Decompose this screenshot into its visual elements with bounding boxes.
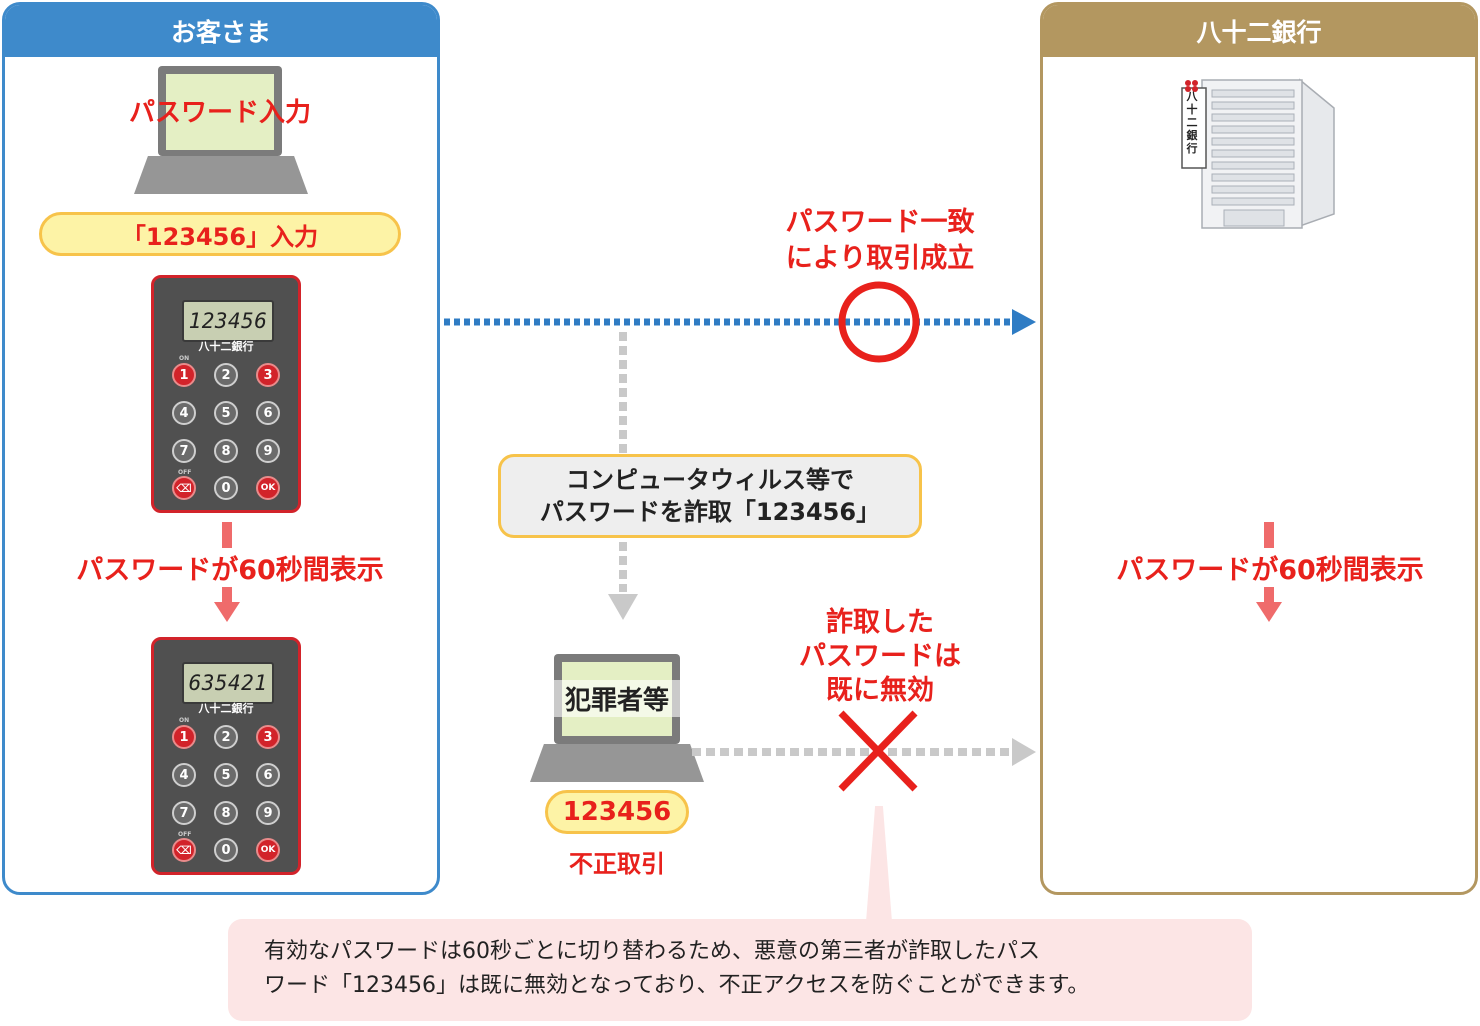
token-off-label: OFF [178, 831, 192, 838]
customer-down-arrow [214, 522, 240, 622]
token-key[interactable]: 5 [214, 401, 238, 425]
note-pointer [866, 806, 892, 922]
criminal-laptop-base [530, 744, 704, 782]
customer-header: お客さま [5, 5, 437, 57]
fraud-flow-arrow [692, 738, 1036, 766]
customer-laptop-base [134, 156, 308, 194]
success-flow-arrow [444, 309, 1036, 335]
token-key[interactable]: 8 [214, 439, 238, 463]
invalid-line3: 既に無効 [826, 675, 934, 706]
criminal-label: 犯罪者等 [546, 680, 688, 717]
token-key[interactable]: 7 [172, 801, 196, 825]
token-key[interactable]: 4 [172, 763, 196, 787]
token-key[interactable]: 2 [214, 725, 238, 749]
token-brand: 八十二銀行 [198, 340, 254, 353]
token-key[interactable]: ⌫ [172, 838, 196, 862]
token-brand: 八十二銀行 [198, 702, 254, 715]
success-line1: パスワード一致 [785, 207, 975, 238]
token-key[interactable]: 8 [214, 801, 238, 825]
note-line2: ワード「123456」は既に無効となっており、不正アクセスを防ぐことができます。 [264, 973, 1090, 998]
token-on-label: ON [179, 717, 190, 724]
bank-display-label: パスワードが60秒間表示 [1080, 548, 1460, 587]
bank-down-arrow [1256, 522, 1282, 622]
token-key[interactable]: 2 [214, 363, 238, 387]
token-key[interactable]: 3 [256, 725, 280, 749]
token-key[interactable]: 9 [256, 801, 280, 825]
token-key[interactable]: 0 [214, 476, 238, 500]
token-key[interactable]: 3 [256, 363, 280, 387]
success-line2: により取引成立 [785, 243, 975, 274]
bank-header: 八十二銀行 [1043, 5, 1475, 57]
fraud-label: 不正取引 [569, 850, 665, 878]
invalid-line1: 詐取した [826, 607, 934, 638]
explanation-note: 有効なパスワードは60秒ごとに切り替わるため、悪意の第三者が詐取したパス ワード… [228, 919, 1252, 1021]
token-on-label: ON [179, 355, 190, 362]
note-line1: 有効なパスワードは60秒ごとに切り替わるため、悪意の第三者が詐取したパス [264, 939, 1040, 964]
bank-building-sign: 八十二銀行 [1186, 90, 1198, 155]
token-key[interactable]: 6 [256, 401, 280, 425]
success-circle-icon [838, 281, 920, 363]
token-key[interactable]: 0 [214, 838, 238, 862]
token-display: 123456 [182, 300, 274, 342]
token-key[interactable]: 7 [172, 439, 196, 463]
token-off-label: OFF [178, 469, 192, 476]
token-key[interactable]: 4 [172, 401, 196, 425]
virus-line1: コンピュータウィルス等で [566, 466, 854, 494]
token-key[interactable]: OK [256, 838, 280, 862]
virus-line2: パスワードを詐取「123456」 [539, 498, 881, 526]
stolen-code-pill: 123456 [545, 790, 689, 834]
invalid-cross-icon [838, 710, 918, 792]
token-key[interactable]: ⌫ [172, 476, 196, 500]
token-key[interactable]: 5 [214, 763, 238, 787]
token-key[interactable]: OK [256, 476, 280, 500]
password-entry-label: パスワード入力 [128, 98, 311, 128]
virus-callout: コンピュータウィルス等で パスワードを詐取「123456」 [498, 454, 922, 538]
input-pill: 「123456」入力 [39, 212, 401, 256]
customer-laptop-icon [158, 66, 282, 156]
invalid-line2: パスワードは [799, 641, 961, 672]
token-key[interactable]: 9 [256, 439, 280, 463]
token-key[interactable]: 1 [172, 363, 196, 387]
customer-display-label: パスワードが60秒間表示 [40, 548, 420, 587]
bank-building-icon [1181, 78, 1335, 229]
token-display: 635421 [182, 662, 274, 704]
token-key[interactable]: 1 [172, 725, 196, 749]
token-key[interactable]: 6 [256, 763, 280, 787]
